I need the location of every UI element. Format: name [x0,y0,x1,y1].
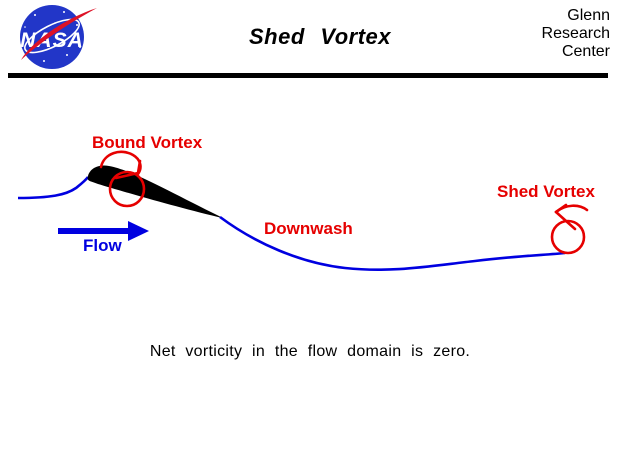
bound-vortex-marker [99,150,146,208]
downwash-label: Downwash [264,219,353,238]
bound-vortex-label: Bound Vortex [92,133,203,152]
org-name: Glenn Research Center [542,7,610,61]
flow-label: Flow [83,236,122,255]
page-title: Shed Vortex [248,24,392,49]
org-line-3: Center [561,43,610,60]
vortex-sheet-curve [219,215,566,272]
org-line-1: Glenn [567,7,610,24]
nasa-logo: NASA [20,5,97,69]
shed-vortex-label: Shed Vortex [497,182,595,201]
header-divider-rule [8,73,608,78]
airfoil [87,165,221,218]
logo-orbit-ellipse [24,18,80,54]
flow-arrow [58,221,149,241]
shed-vortex-marker [550,203,589,255]
flow-path-left-curve [17,176,90,200]
org-line-2: Research [541,25,610,42]
caption: Net vorticity in the flow domain is zero… [149,343,471,360]
